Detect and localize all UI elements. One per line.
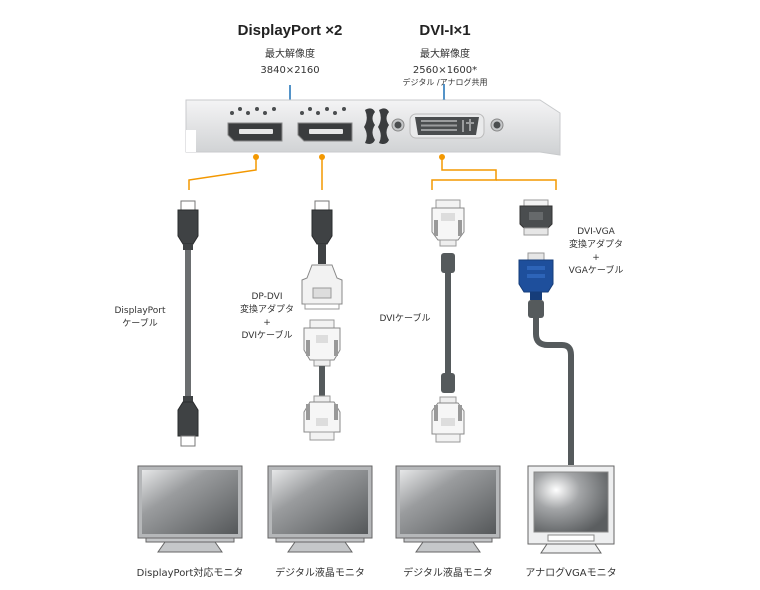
displayport-cable: [177, 200, 199, 447]
dvi-header: DVI-I×1 最大解像度 2560×1600* デジタル /アナログ共用: [385, 22, 505, 88]
vent-holes: [230, 107, 346, 115]
dvi-note: デジタル /アナログ共用: [402, 78, 488, 87]
dp2-connector-dot: [319, 154, 325, 160]
monitor-label-4: アナログVGAモニタ: [525, 568, 617, 579]
displayport-max-res-value: 3840×2160: [260, 65, 320, 76]
displayport-port-1: [227, 122, 283, 142]
dvi-max-res-value: 2560×1600*: [412, 65, 478, 76]
displayport-header: DisplayPort ×2 最大解像度 3840×2160: [230, 22, 350, 76]
cable-label-dp-dvi: DP-DVI 変換アダプタ + DVIケーブル: [239, 292, 294, 341]
dvi-vga-adapter-cable: [518, 199, 574, 465]
dvi-max-res-label: 最大解像度: [420, 49, 470, 60]
graphics-card-bracket: [185, 99, 561, 156]
displayport-max-res-label: 最大解像度: [265, 49, 315, 60]
dvi-cable: [431, 199, 465, 443]
dp-dvi-adapter-cable: [301, 200, 343, 441]
dp1-connector-dot: [253, 154, 259, 160]
cable-label-dp: DisplayPort ケーブル: [114, 306, 166, 329]
cable-label-dvi-vga: DVI-VGA 変換アダプタ + VGAケーブル: [568, 227, 624, 276]
monitor-2: [267, 465, 373, 553]
dvi-connector-line-b: [496, 179, 557, 190]
monitor-label-2: デジタル液晶モニタ: [275, 568, 365, 579]
monitor-label-1: DisplayPort対応モニタ: [136, 568, 244, 579]
displayport-title: DisplayPort ×2: [237, 22, 343, 39]
monitor-3: [395, 465, 501, 553]
cable-label-dvi: DVIケーブル: [379, 314, 431, 324]
displayport-port-2: [297, 122, 353, 142]
dvi-connector-dot: [439, 154, 445, 160]
monitor-1: [137, 465, 243, 553]
monitor-4-crt: [527, 465, 615, 554]
monitor-label-3: デジタル液晶モニタ: [403, 568, 493, 579]
dvi-title: DVI-I×1: [419, 22, 471, 39]
connector-lines: [188, 157, 557, 190]
dp1-connector-line: [188, 157, 257, 190]
bracket-notch: [364, 108, 389, 144]
dvi-port: [391, 113, 504, 139]
dvi-connector-line-a: [431, 157, 497, 190]
